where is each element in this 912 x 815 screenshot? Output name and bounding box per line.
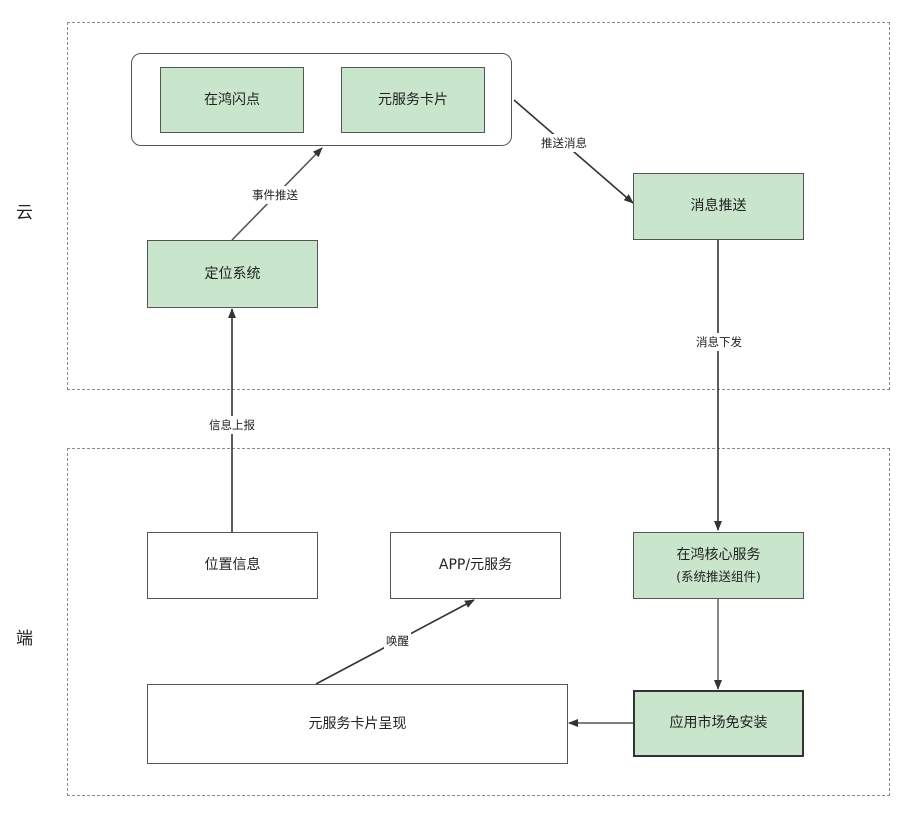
node-dingwei-xitong-label: 定位系统 xyxy=(204,265,261,282)
node-dingwei-xitong: 定位系统 xyxy=(147,240,318,308)
node-yuanfuwu-kapian: 元服务卡片 xyxy=(341,67,485,133)
node-weizhi-xinxi: 位置信息 xyxy=(147,532,318,599)
node-yingyong-shichang-label: 应用市场免安装 xyxy=(669,715,768,732)
cloud-zone-label: 云 xyxy=(16,203,33,223)
edge-label-message-dispatch: 消息下发 xyxy=(694,333,744,351)
node-app-yuanfuwu: APP/元服务 xyxy=(390,532,561,599)
node-zaihong-hexin: 在鸿核心服务 (系统推送组件) xyxy=(633,532,804,599)
edge-label-info-report: 信息上报 xyxy=(207,416,257,434)
node-kapian-chengxian: 元服务卡片呈现 xyxy=(147,684,568,764)
device-zone-label: 端 xyxy=(16,629,33,649)
node-kapian-chengxian-label: 元服务卡片呈现 xyxy=(308,715,407,732)
cloud-zone xyxy=(67,22,890,390)
node-zaihong-hexin-label: 在鸿核心服务 xyxy=(676,547,761,564)
node-yingyong-shichang: 应用市场免安装 xyxy=(633,690,804,757)
node-zaihong-shandian-label: 在鸿闪点 xyxy=(204,91,260,108)
node-app-yuanfuwu-label: APP/元服务 xyxy=(438,557,513,574)
node-zaihong-hexin-sublabel: (系统推送组件) xyxy=(676,568,761,584)
node-yuanfuwu-kapian-label: 元服务卡片 xyxy=(378,91,448,108)
node-xiaoxi-tuisong: 消息推送 xyxy=(633,173,804,240)
node-xiaoxi-tuisong-label: 消息推送 xyxy=(690,198,747,215)
edge-label-push-message: 推送消息 xyxy=(539,134,589,152)
edge-label-event-push: 事件推送 xyxy=(250,186,300,204)
node-zaihong-shandian: 在鸿闪点 xyxy=(160,67,304,133)
edge-label-wake: 唤醒 xyxy=(384,632,411,650)
device-zone xyxy=(67,448,890,796)
node-weizhi-xinxi-label: 位置信息 xyxy=(204,557,261,574)
